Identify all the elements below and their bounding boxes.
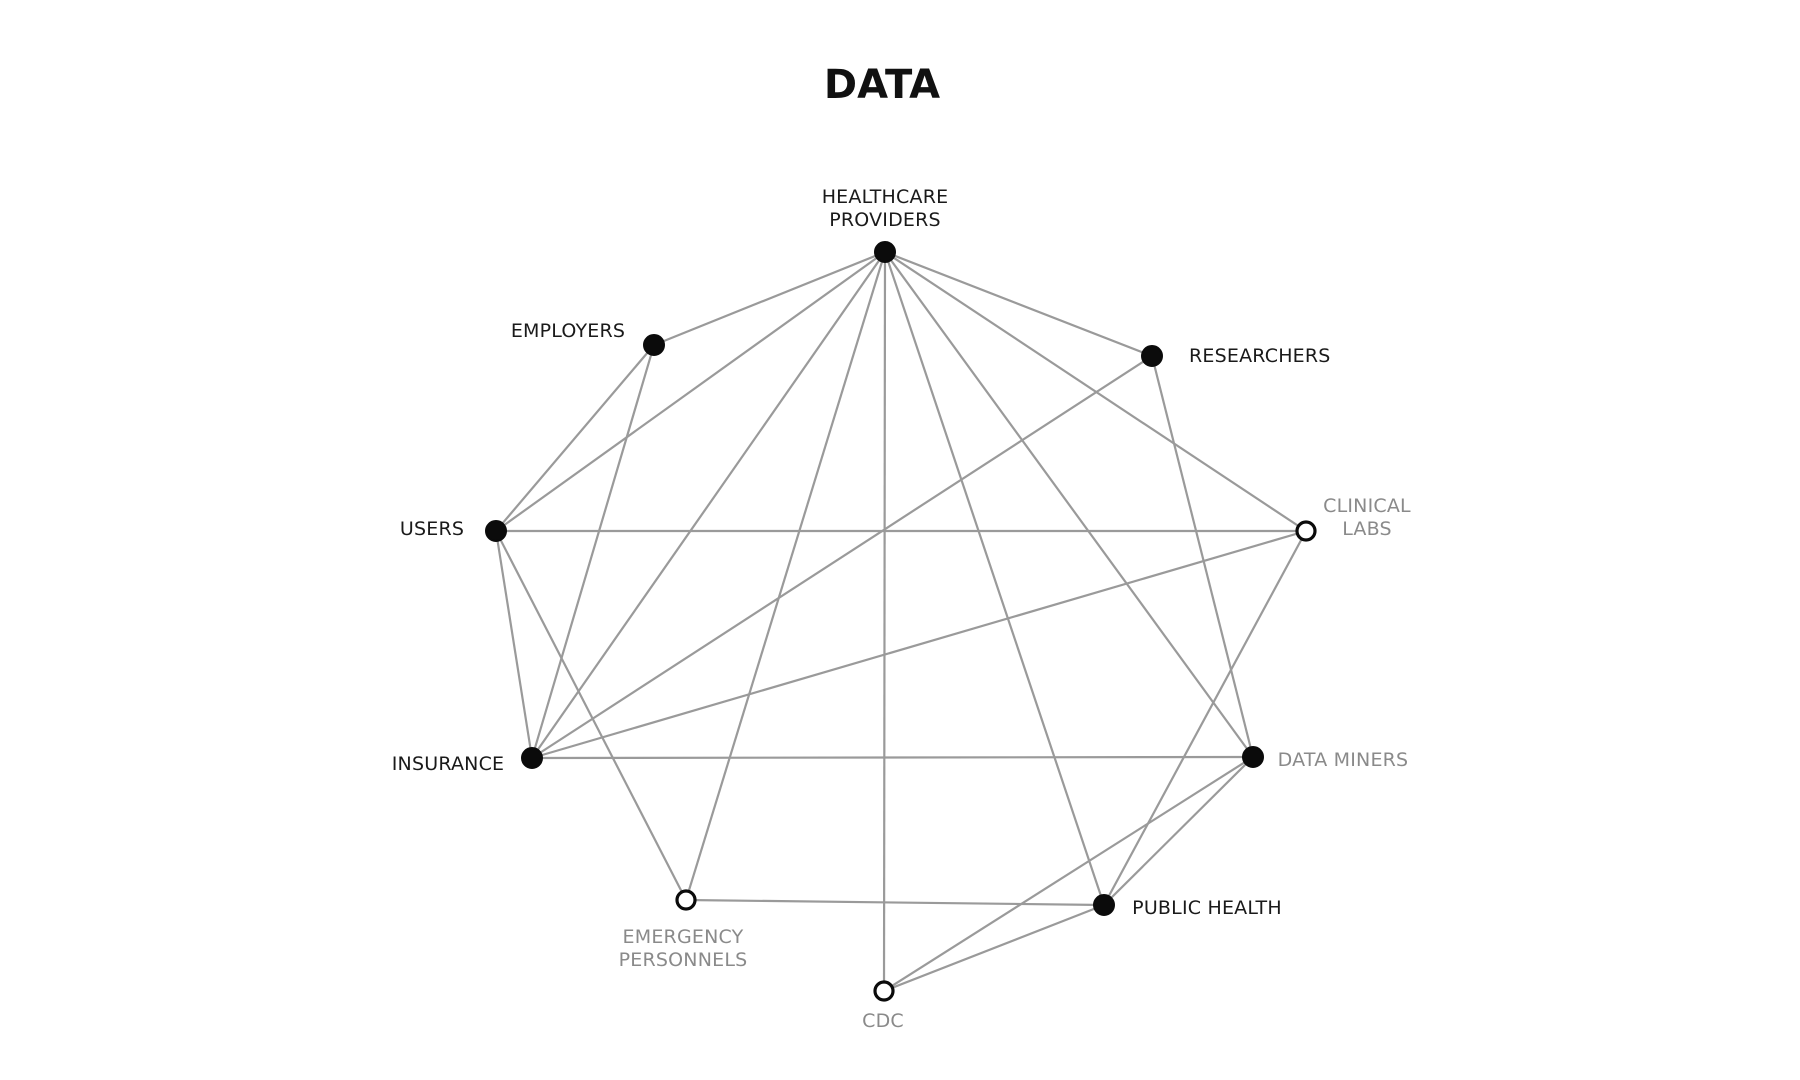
edge-healthcare-providers-insurance xyxy=(531,251,886,759)
node-emergency-personnels xyxy=(675,889,697,911)
edge-employers-users xyxy=(495,344,655,532)
label-line: USERS xyxy=(400,518,464,540)
label-employers: EMPLOYERS xyxy=(511,320,625,342)
label-line: DATA MINERS xyxy=(1278,749,1409,771)
label-line: PROVIDERS xyxy=(829,209,941,231)
edge-emergency-personnels-public-health xyxy=(685,898,1105,907)
edge-healthcare-providers-data-miners xyxy=(884,251,1254,758)
edge-healthcare-providers-cdc xyxy=(882,251,887,992)
edge-data-miners-public-health xyxy=(1103,756,1254,906)
label-cdc: CDC xyxy=(862,1010,904,1032)
label-public-health: PUBLIC HEALTH xyxy=(1132,897,1282,919)
edge-healthcare-providers-employers xyxy=(653,250,886,347)
nodes-group xyxy=(485,241,1317,1002)
edge-researchers-insurance xyxy=(531,355,1153,759)
label-researchers: RESEARCHERS xyxy=(1189,345,1331,367)
edge-clinical-labs-insurance xyxy=(531,529,1307,760)
node-data-miners xyxy=(1242,746,1264,768)
label-users: USERS xyxy=(400,518,464,540)
node-insurance xyxy=(521,747,543,769)
edge-data-miners-cdc xyxy=(883,756,1254,992)
label-line: PERSONNELS xyxy=(619,949,748,971)
edge-clinical-labs-public-health xyxy=(1103,530,1307,906)
node-researchers xyxy=(1141,345,1163,367)
edge-insurance-data-miners xyxy=(531,755,1254,760)
diagram-title: DATA xyxy=(824,62,940,108)
label-line: EMERGENCY xyxy=(623,926,744,948)
edge-users-insurance xyxy=(494,530,534,759)
node-employers xyxy=(643,334,665,356)
edge-users-emergency-personnels xyxy=(495,530,687,901)
node-healthcare-providers xyxy=(874,241,896,263)
label-line: INSURANCE xyxy=(392,753,505,775)
edge-healthcare-providers-researchers xyxy=(884,250,1153,358)
label-line: HEALTHCARE xyxy=(822,186,949,208)
node-clinical-labs xyxy=(1295,520,1317,542)
edge-healthcare-providers-emergency-personnels xyxy=(684,251,887,901)
node-public-health xyxy=(1093,894,1115,916)
label-line: LABS xyxy=(1342,518,1392,540)
label-line: CLINICAL xyxy=(1323,495,1411,517)
edge-public-health-cdc xyxy=(883,903,1105,993)
label-data-miners: DATA MINERS xyxy=(1278,749,1409,771)
edge-researchers-data-miners xyxy=(1150,355,1255,758)
edges-group xyxy=(494,250,1307,993)
label-line: CDC xyxy=(862,1010,904,1032)
edge-employers-insurance xyxy=(530,344,656,759)
label-line: EMPLOYERS xyxy=(511,320,625,342)
node-users xyxy=(485,520,507,542)
edge-healthcare-providers-public-health xyxy=(883,251,1106,906)
edge-healthcare-providers-users xyxy=(495,251,886,532)
label-line: PUBLIC HEALTH xyxy=(1132,897,1282,919)
label-line: RESEARCHERS xyxy=(1189,345,1331,367)
node-cdc xyxy=(873,980,895,1002)
label-insurance: INSURANCE xyxy=(392,753,505,775)
